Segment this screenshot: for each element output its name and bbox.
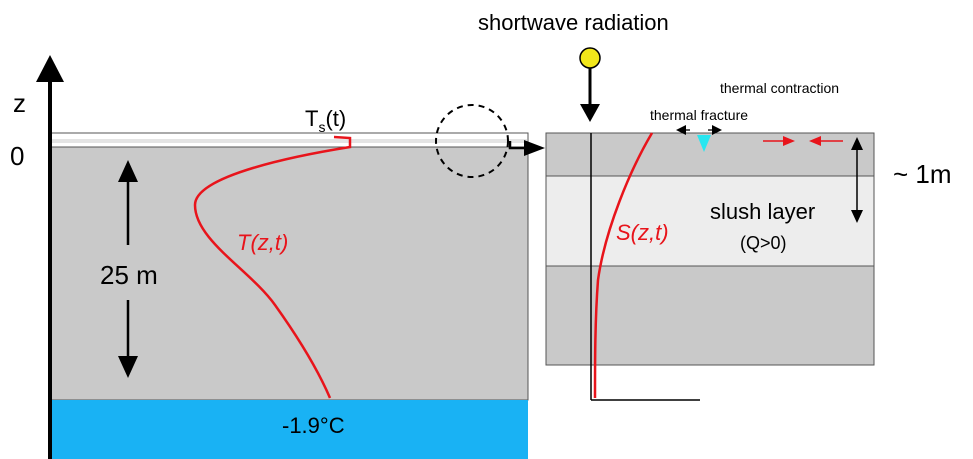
thermal-contraction-label: thermal contraction (720, 80, 839, 96)
slush-layer (545, 175, 875, 267)
meter-arrowhead-top (851, 137, 863, 150)
slush-condition-label: (Q>0) (740, 233, 787, 253)
salinity-profile-label: S(z,t) (616, 220, 669, 245)
bottom-temp-label: -1.9°C (282, 413, 345, 438)
temperature-profile-label: T(z,t) (237, 230, 288, 255)
thermal-fracture-label: thermal fracture (650, 107, 748, 123)
z-axis-arrowhead (36, 55, 64, 82)
fracture-wedge (697, 135, 711, 152)
contraction-arrowhead-left (809, 136, 821, 146)
temperature-profile-curve (193, 135, 352, 399)
contraction-arrowhead-right (783, 136, 795, 146)
sun-icon (579, 47, 601, 69)
zero-label: 0 (10, 141, 24, 171)
surface-temp-label: Ts(t) (305, 106, 346, 135)
ocean (50, 400, 528, 459)
z-axis-label: z (13, 88, 26, 118)
shortwave-label: shortwave radiation (478, 10, 669, 35)
slush-layer-label: slush layer (710, 199, 815, 224)
depth-arrowhead-top (118, 160, 138, 182)
meter-label: ~ 1m (893, 159, 952, 189)
salinity-profile-curve (593, 132, 654, 399)
depth-label: 25 m (100, 260, 158, 290)
zoom-circle (435, 104, 509, 178)
shortwave-arrowhead (580, 104, 600, 122)
meter-arrowhead-bottom (851, 210, 863, 223)
ice-surface-band (51, 139, 527, 143)
zoom-arrow (508, 141, 528, 150)
zoom-arrowhead (524, 140, 545, 156)
depth-arrowhead-bottom (118, 356, 138, 378)
